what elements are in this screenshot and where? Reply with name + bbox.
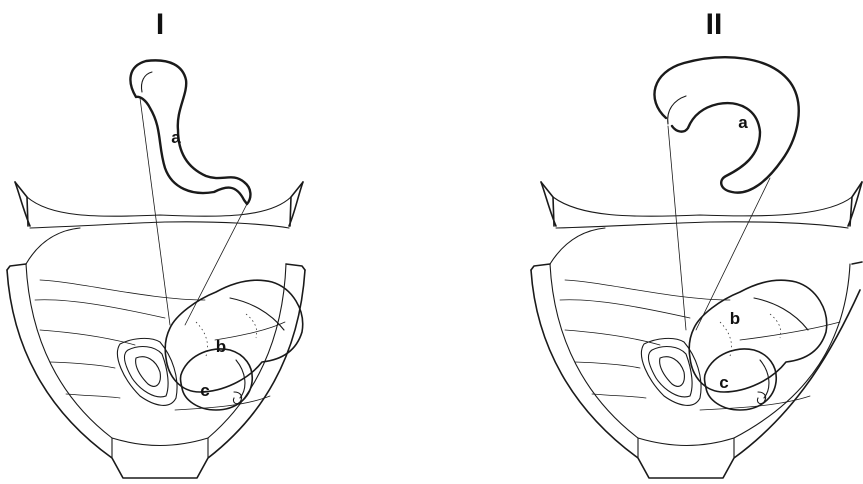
organ-b: b [165, 280, 302, 392]
organ-b: b [689, 280, 826, 392]
pointer-line-left [668, 126, 686, 330]
panel-numeral: II [706, 8, 723, 41]
panel-i: I [7, 8, 305, 478]
label-b: b [216, 337, 226, 356]
label-c: c [200, 381, 209, 400]
pointer-line-right [185, 202, 248, 325]
small-piece [117, 338, 177, 405]
label-b: b [730, 309, 740, 328]
label-a: a [738, 113, 748, 132]
organ-a: a [130, 60, 250, 204]
internal-lines [35, 280, 285, 410]
pointer-line-right [696, 178, 770, 330]
panel-numeral: I [156, 8, 164, 41]
label-a: a [171, 128, 181, 147]
body-outline [531, 182, 862, 478]
panel-ii: II [531, 8, 862, 478]
label-c: c [719, 373, 728, 392]
body-outline [7, 182, 305, 478]
pointer-line-left [140, 98, 170, 325]
small-piece [641, 338, 701, 405]
organ-a: a [654, 57, 798, 192]
